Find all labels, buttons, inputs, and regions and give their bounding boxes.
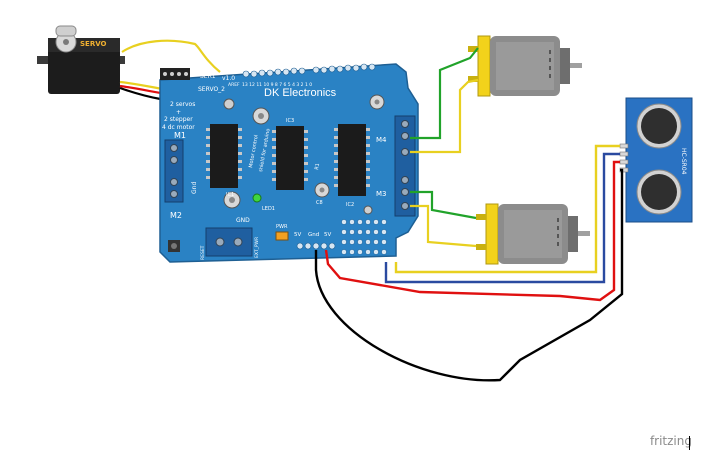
dc-motor-top	[468, 35, 582, 97]
dc-motor-bottom	[476, 203, 590, 265]
m2-label: M2	[170, 211, 182, 220]
led1-label: LED1	[262, 206, 275, 212]
board-brand: DK Electronics	[264, 87, 337, 99]
r1-label: R1	[314, 163, 321, 171]
m3-label: M3	[376, 190, 387, 198]
c8-label: C8	[316, 200, 323, 206]
pin-5v-label: 5V	[294, 232, 301, 238]
terminal-m1-m2	[164, 139, 184, 203]
gnd-label-lower: GND	[236, 217, 250, 224]
m4-label: M4	[376, 136, 387, 144]
gnd-label-left: Gnd	[191, 182, 198, 194]
pwr-label: PWR	[276, 224, 288, 230]
motor-wires	[410, 47, 479, 248]
pin-gnd-label: Gnd	[308, 232, 319, 238]
ext-pwr-label: EXT_PWR	[254, 237, 260, 258]
driver-chip-ic3: IC3	[272, 118, 308, 190]
text-cursor	[689, 436, 690, 450]
pin-5v-b-label: 5V	[324, 232, 331, 238]
terminal-m3-m4	[394, 115, 416, 217]
servo-motor: SERVO	[37, 25, 125, 94]
led-indicator	[252, 193, 262, 203]
note-plus: +	[176, 109, 181, 116]
note-stepper: 2 stepper	[164, 116, 193, 123]
motor-shield-board: 13 12 11 10 9 8 7 6 5 4 3 2 1 0 AREF SER…	[159, 63, 419, 263]
driver-chip-ic1: IC1	[206, 124, 242, 198]
note-dc-motor: 4 dc motor	[162, 124, 195, 131]
servo2-label: SERVO_2	[198, 86, 225, 93]
fritzing-watermark: fritzing	[649, 434, 692, 448]
aref-label: AREF	[228, 82, 240, 88]
reset-label: RESET	[200, 245, 206, 260]
ic3-label: IC3	[286, 118, 294, 124]
proto-pad-grid	[341, 219, 387, 255]
ser1-label: SER1	[200, 73, 216, 80]
capacitors	[223, 94, 385, 215]
pin-numbers: 13 12 11 10 9 8 7 6 5 4 3 2 1 0	[242, 82, 312, 88]
servo-label: SERVO	[80, 40, 107, 48]
reset-button-cap	[171, 243, 177, 249]
m1-label: M1	[174, 131, 186, 140]
ic2-label: IC2	[346, 202, 354, 208]
ext-power-terminal	[205, 227, 253, 257]
subtitle-motor-control: Motor control	[248, 134, 260, 168]
sensor-label: HC-SR04	[680, 148, 687, 175]
sensor-wires	[314, 144, 624, 382]
ic1-label: IC1	[226, 192, 234, 198]
pwr-jumper	[275, 231, 289, 241]
ultrasonic-sensor: HC-SR04	[619, 97, 693, 223]
version-label: v1.0	[222, 75, 235, 82]
note-servos: 2 servos	[170, 101, 195, 108]
power-pin-header	[296, 242, 336, 250]
driver-chip-ic2: IC2	[334, 124, 370, 208]
